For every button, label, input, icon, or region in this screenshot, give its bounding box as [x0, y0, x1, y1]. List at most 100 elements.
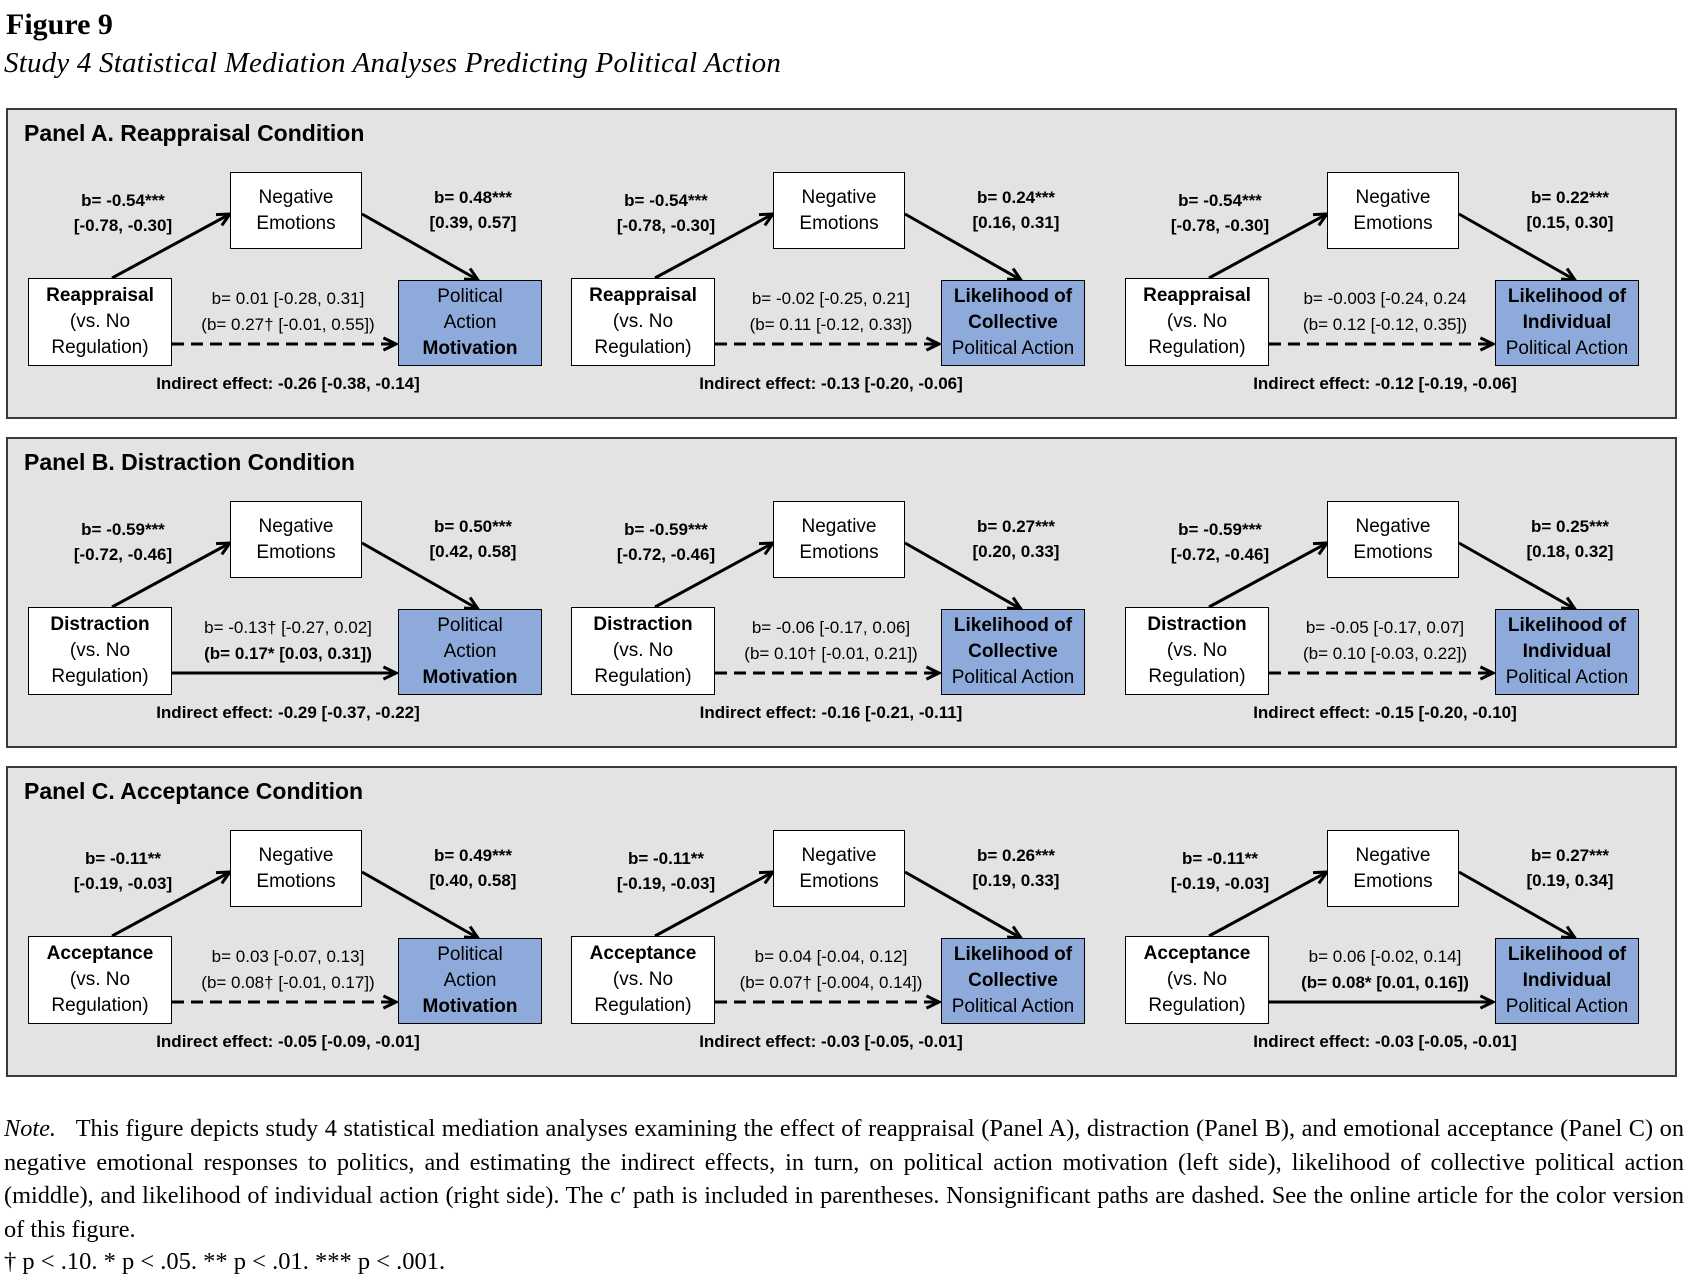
mediator-box-line: Negative [801, 844, 877, 866]
outcome-box-line: Individual [1522, 641, 1612, 662]
b-path-coefficient-line: [0.40, 0.58] [429, 871, 517, 890]
c-path-arrow-arrowhead [925, 994, 943, 1010]
c-path-coefficient: b= -0.003 [-0.24, 0.24(b= 0.12 [-0.12, 0… [1275, 286, 1495, 338]
a-path-coefficient-line: [-0.78, -0.30] [1170, 216, 1270, 235]
c-path-coefficient: b= -0.06 [-0.17, 0.06](b= 0.10† [-0.01, … [721, 615, 941, 667]
c-path-coefficient-line: (b= 0.07† [-0.004, 0.14]) [739, 973, 923, 992]
a-path-coefficient-line: [-0.72, -0.46] [1170, 545, 1270, 564]
c-path-coefficient-line: b= -0.02 [-0.25, 0.21] [751, 289, 911, 308]
c-path-coefficient-line: (b= 0.17* [0.03, 0.31]) [204, 644, 372, 663]
b-path-coefficient-line: b= 0.24*** [977, 188, 1055, 207]
predictor-box-line: Acceptance [1143, 943, 1251, 964]
outcome-box-line: Likelihood of [1507, 286, 1627, 307]
a-path-coefficient-line: [-0.19, -0.03] [616, 874, 716, 893]
indirect-effect: Indirect effect: -0.12 [-0.19, -0.06] [1253, 374, 1517, 393]
c-path-coefficient: b= 0.06 [-0.02, 0.14] (b= 0.08* [0.01, 0.… [1275, 944, 1495, 996]
predictor-box-line: (vs. No [612, 311, 674, 332]
c-path-arrow-arrowhead [382, 336, 400, 352]
b-path-coefficient-line: [0.20, 0.33] [972, 542, 1060, 561]
a-path-arrow [654, 870, 774, 938]
indirect-effect: Indirect effect: -0.16 [-0.21, -0.11] [699, 703, 963, 722]
outcome-box-line: Political [437, 944, 503, 965]
figure-label: Figure 9 [6, 8, 113, 41]
b-path-coefficient: b= 0.26***[0.19, 0.33] [941, 843, 1091, 893]
a-path-arrow [1208, 870, 1328, 938]
outcome-box-line: Political [437, 615, 503, 636]
outcome-box-line: Political Action [1505, 667, 1629, 688]
path-arrows [1208, 870, 1578, 1010]
outcome-box-line: Motivation [422, 667, 518, 688]
predictor-box: Distraction (vs. No Regulation) [1125, 607, 1269, 695]
c-path-arrow-arrowhead [925, 336, 943, 352]
b-path-arrow [1458, 541, 1576, 611]
a-path-coefficient-line: [-0.72, -0.46] [73, 545, 173, 564]
b-path-arrow [904, 541, 1022, 611]
c-path-arrow-arrowhead [382, 994, 400, 1010]
outcome-box-line: Collective [968, 641, 1058, 662]
mediator-box-line: Emotions [799, 541, 879, 563]
c-path-coefficient: b= -0.05 [-0.17, 0.07](b= 0.10 [-0.03, 0… [1275, 615, 1495, 667]
c-path-coefficient-line: b= 0.01 [-0.28, 0.31] [211, 289, 365, 308]
predictor-box-line: Regulation) [594, 337, 692, 358]
a-path-arrow [111, 870, 231, 938]
mediator-box-line: Negative [258, 844, 334, 866]
mediator-box-line: Emotions [799, 212, 879, 234]
b-path-coefficient: b= 0.49*** [0.40, 0.58] [398, 843, 548, 893]
mediator-box-line: Emotions [256, 212, 336, 234]
predictor-box-line: Acceptance [46, 943, 154, 964]
predictor-box-line: Regulation) [1148, 666, 1246, 687]
b-path-coefficient-line: b= 0.49*** [434, 846, 512, 865]
c-path-coefficient-line: (b= 0.27† [-0.01, 0.55]) [201, 315, 375, 334]
a-path-coefficient-line: b= -0.54*** [1178, 191, 1262, 210]
outcome-box-line: Likelihood of [953, 286, 1073, 307]
b-path-coefficient: b= 0.22***[0.15, 0.30] [1495, 185, 1645, 235]
c-path-coefficient-line: (b= 0.10 [-0.03, 0.22]) [1303, 644, 1467, 663]
b-path-coefficient: b= 0.27***[0.19, 0.34] [1495, 843, 1645, 893]
c-path-coefficient-line: b= -0.06 [-0.17, 0.06] [751, 618, 911, 637]
a-path-coefficient-line: b= -0.54*** [624, 191, 708, 210]
a-path-coefficient: b= -0.59***[-0.72, -0.46] [48, 517, 198, 567]
outcome-box-line: Likelihood of [1507, 944, 1627, 965]
note-text: This figure depicts study 4 statistical … [4, 1115, 1684, 1243]
mediator-box-line: Negative [1355, 186, 1431, 208]
mediator-box-line: Negative [801, 515, 877, 537]
c-path-coefficient-line: b= 0.06 [-0.02, 0.14] [1308, 947, 1462, 966]
predictor-box-line: Regulation) [51, 337, 149, 358]
outcome-box-line: Likelihood of [953, 944, 1073, 965]
a-path-arrow [111, 212, 231, 280]
predictor-box-line: Distraction [50, 614, 150, 635]
a-path-arrow [1208, 541, 1328, 609]
c-path-coefficient-line: (b= 0.08* [0.01, 0.16]) [1301, 973, 1469, 992]
predictor-box-line: Distraction [1147, 614, 1247, 635]
b-path-arrow [361, 212, 479, 282]
predictor-box-line: (vs. No [1166, 640, 1228, 661]
predictor-box-line: (vs. No [69, 311, 131, 332]
outcome-box-line: Action [443, 970, 497, 991]
b-path-arrow [1458, 212, 1576, 282]
outcome-box-line: Likelihood of [953, 615, 1073, 636]
figure-note: Note. This figure depicts study 4 statis… [4, 1112, 1684, 1246]
predictor-box-line: Regulation) [1148, 995, 1246, 1016]
outcome-box-line: Action [443, 641, 497, 662]
predictor-box-line: Regulation) [51, 666, 149, 687]
outcome-box-line: Political Action [1505, 338, 1629, 359]
path-arrows [654, 212, 1024, 352]
